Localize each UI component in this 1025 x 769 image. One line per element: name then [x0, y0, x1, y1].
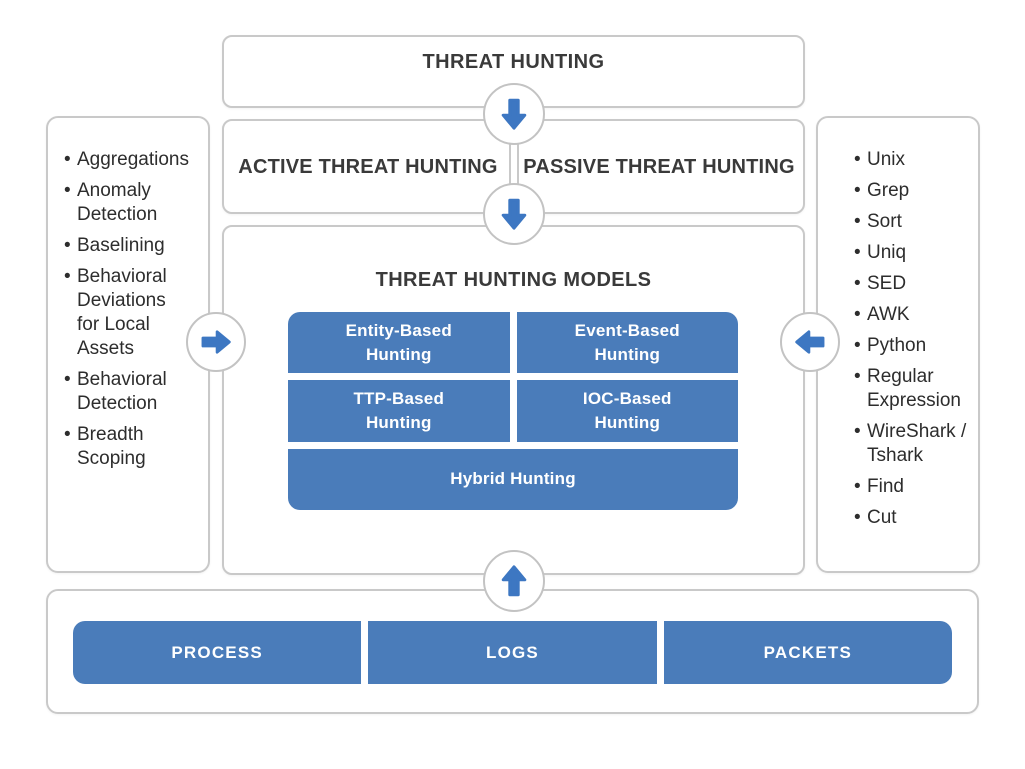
list-item: Aggregations [64, 148, 206, 172]
arrow-down-icon [501, 98, 527, 130]
arrow-down-circle-1 [483, 83, 545, 145]
arrow-left-circle [780, 312, 840, 372]
list-item: Breadth Scoping [64, 423, 206, 471]
left-techniques-list: AggregationsAnomaly DetectionBaseliningB… [64, 148, 206, 478]
list-item: Sort [854, 210, 978, 234]
list-item: Python [854, 334, 978, 358]
list-item: WireShark / Tshark [854, 420, 978, 468]
list-item: Uniq [854, 241, 978, 265]
arrow-down-circle-2 [483, 183, 545, 245]
list-item: Regular Expression [854, 365, 978, 413]
packets-node: PACKETS [663, 621, 952, 684]
models-row-1: Entity-Based Hunting Event-Based Hunting [288, 312, 738, 374]
event-based-hunting-node: Event-Based Hunting [516, 312, 738, 374]
arrow-up-circle [483, 550, 545, 612]
arrow-right-circle [186, 312, 246, 372]
list-item: Baselining [64, 234, 206, 258]
arrow-left-icon [795, 330, 825, 354]
threat-hunting-models-title: THREAT HUNTING MODELS [375, 269, 652, 291]
active-threat-hunting-label: ACTIVE THREAT HUNTING [238, 156, 498, 178]
entity-based-hunting-node: Entity-Based Hunting [288, 312, 510, 374]
data-sources-group: PROCESS LOGS PACKETS [73, 621, 952, 684]
ioc-based-hunting-node: IOC-Based Hunting [516, 380, 738, 442]
list-item: Find [854, 475, 978, 499]
ttp-based-hunting-node: TTP-Based Hunting [288, 380, 510, 442]
list-item: AWK [854, 303, 978, 327]
list-item: SED [854, 272, 978, 296]
list-item: Behavioral Detection [64, 368, 206, 416]
list-item: Cut [854, 506, 978, 530]
list-item: Behavioral Deviations for Local Assets [64, 265, 206, 361]
vertical-connector [509, 130, 519, 192]
models-row-2: TTP-Based Hunting IOC-Based Hunting [288, 380, 738, 442]
list-item: Anomaly Detection [64, 179, 206, 227]
list-item: Unix [854, 148, 978, 172]
right-tools-list: UnixGrepSortUniqSED AWK PythonRegular Expr… [854, 148, 978, 537]
logs-node: LOGS [368, 621, 657, 684]
hybrid-hunting-node: Hybrid Hunting [288, 448, 738, 510]
process-node: PROCESS [73, 621, 362, 684]
models-grid: Entity-Based Hunting Event-Based Hunting… [288, 312, 738, 510]
models-row-3: Hybrid Hunting [288, 448, 738, 510]
threat-hunting-title: THREAT HUNTING [422, 51, 605, 73]
arrow-right-icon [201, 330, 231, 354]
list-item: Grep [854, 179, 978, 203]
arrow-down-icon [501, 198, 527, 230]
arrow-up-icon [501, 565, 527, 597]
passive-threat-hunting-label: PASSIVE THREAT HUNTING [523, 156, 795, 178]
